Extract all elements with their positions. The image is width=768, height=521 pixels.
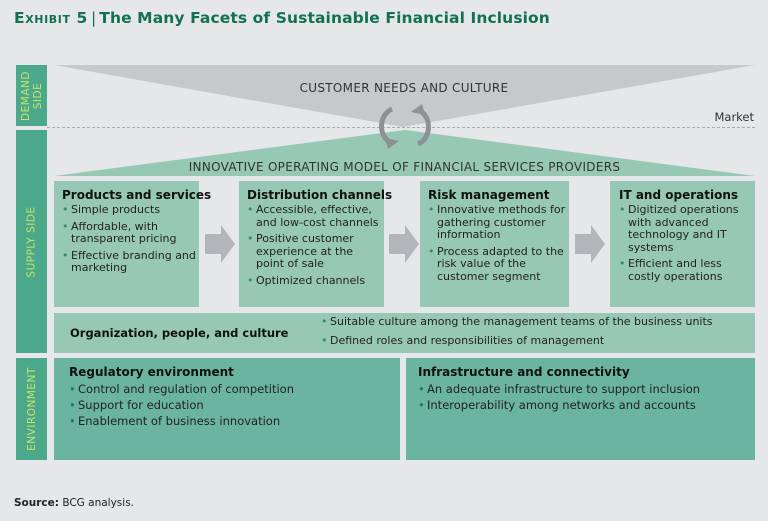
box-title: Distribution channels — [247, 188, 393, 202]
box-title: Products and services — [62, 188, 212, 202]
box-organization: Organization, people, and culture Suitab… — [54, 313, 755, 353]
list-item: An adequate infrastructure to support in… — [418, 381, 755, 397]
box-title: Regulatory environment — [69, 365, 234, 379]
box-title: Risk management — [428, 188, 550, 202]
environment-side-text: ENVIRONMENT — [25, 367, 38, 451]
cycle-arrowhead-left — [385, 138, 399, 149]
list-item: Digitized operations with advanced techn… — [619, 203, 755, 254]
operating-model-triangle — [54, 130, 755, 176]
list-item: Suitable culture among the management te… — [321, 315, 713, 329]
list-item: Control and regulation of competition — [69, 381, 400, 397]
list-item: Innovative methods for gathering custome… — [428, 203, 569, 242]
flow-arrow-icon — [575, 225, 605, 263]
market-label: Market — [714, 110, 754, 124]
box-title: Infrastructure and connectivity — [418, 365, 630, 379]
list-item: Support for education — [69, 397, 400, 413]
supply-side-label: SUPPLY SIDE — [16, 130, 47, 353]
list-item: Effective branding and marketing — [62, 249, 199, 275]
list-item: Accessible, effective, and low-cost chan… — [247, 203, 384, 229]
customer-needs-triangle — [54, 65, 755, 127]
source-label: Source: — [14, 497, 59, 509]
list-item: Simple products — [62, 203, 199, 217]
exhibit-title: Exhibit 5|The Many Facets of Sustainable… — [14, 9, 550, 27]
box-regulatory-environment: Regulatory environment Control and regul… — [54, 358, 400, 460]
list-item: Efficient and less costly operations — [619, 257, 755, 283]
box-infrastructure-connectivity: Infrastructure and connectivity An adequ… — [406, 358, 755, 460]
flow-arrow-icon — [205, 225, 235, 263]
list-item: Positive customer experience at the poin… — [247, 232, 384, 271]
list-item: Process adapted to the risk value of the… — [428, 245, 569, 284]
cycle-arrowhead-right — [411, 104, 425, 115]
box-title: IT and operations — [619, 188, 739, 202]
title-separator: | — [90, 9, 97, 27]
exhibit-number: Exhibit 5 — [14, 9, 88, 27]
environment-side-label: ENVIRONMENT — [16, 358, 47, 460]
operating-model-label: INNOVATIVE OPERATING MODEL OF FINANCIAL … — [188, 160, 621, 174]
list-item: Enablement of business innovation — [69, 413, 400, 429]
box-distribution-channels: Distribution channels Accessible, effect… — [239, 181, 393, 307]
list-item: Optimized channels — [247, 274, 384, 288]
title-text: The Many Facets of Sustainable Financial… — [99, 9, 550, 27]
list-item: Interoperability among networks and acco… — [418, 397, 755, 413]
box-risk-management: Risk management Innovative methods for g… — [420, 181, 569, 307]
box-title: Organization, people, and culture — [70, 326, 289, 340]
demand-supply-graphic — [47, 65, 755, 176]
list-item: Defined roles and responsibilities of ma… — [321, 334, 713, 348]
box-it-operations: IT and operations Digitized operations w… — [610, 181, 755, 307]
list-item: Affordable, with transparent pricing — [62, 220, 199, 246]
box-products-services: Products and services Simple products Af… — [54, 181, 212, 307]
source-note: Source: BCG analysis. — [14, 497, 134, 509]
demand-side-label: DEMAND SIDE — [16, 65, 47, 126]
supply-side-text: SUPPLY SIDE — [25, 205, 38, 278]
source-text: BCG analysis. — [62, 497, 135, 509]
customer-needs-label: CUSTOMER NEEDS AND CULTURE — [299, 81, 509, 95]
flow-arrow-icon — [389, 225, 419, 263]
